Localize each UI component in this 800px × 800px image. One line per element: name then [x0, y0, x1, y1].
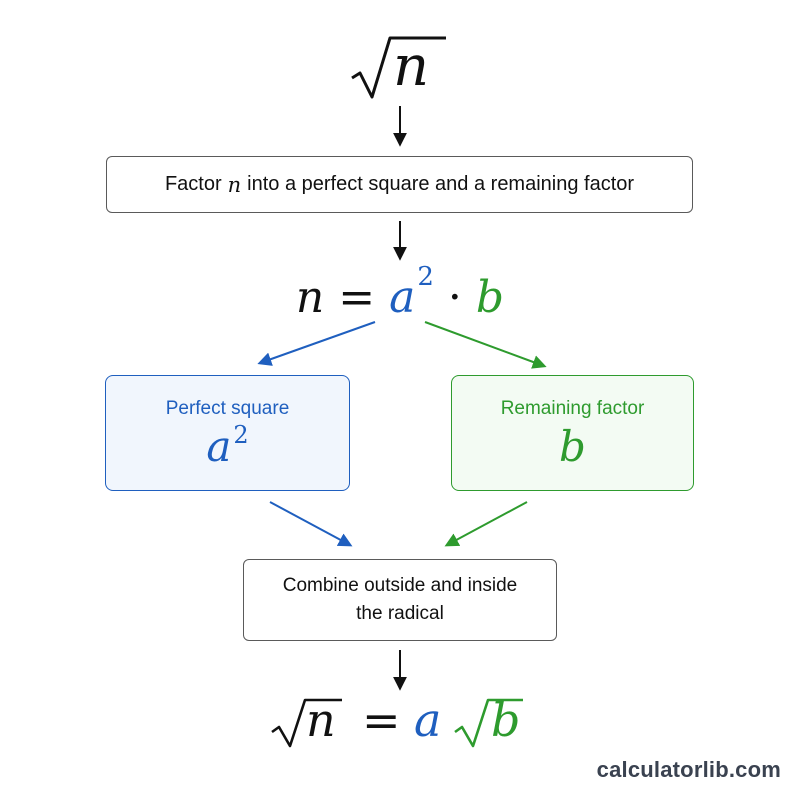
perfect-square-symbol: a2: [206, 423, 248, 468]
equation-equals: =: [338, 271, 376, 323]
step-factor-text-before: Factor: [164, 173, 222, 195]
equation-b: b: [475, 271, 505, 323]
perfect-square-base: a: [206, 422, 232, 471]
step-factor-text-after: into a perfect square and a remaining fa…: [247, 173, 635, 195]
equation-dot: ·: [447, 271, 462, 323]
top-expression: n: [300, 28, 500, 108]
remaining-factor-card: Remaining factor b: [451, 375, 694, 491]
top-radical-sign: [351, 36, 446, 99]
arrow-to-perfect-square: [257, 321, 376, 366]
top-radicand: n: [393, 34, 430, 99]
perfect-square-label: Perfect square: [165, 398, 290, 419]
remaining-factor-symbol: b: [559, 422, 586, 471]
factor-equation: n = a 2 · b: [220, 262, 580, 329]
equation-exponent: 2: [417, 262, 434, 292]
result-radical-sign-b: [454, 698, 523, 748]
combine-step-line1: Combine outside and inside: [282, 575, 518, 596]
remaining-factor-label: Remaining factor: [500, 398, 645, 419]
equation-lhs: n: [295, 271, 325, 323]
result-radical-sign-n: [271, 698, 342, 748]
equation-a: a: [389, 271, 416, 323]
combine-step-line2: the radical: [356, 603, 444, 624]
watermark-logo-text: calculatorlib.com: [596, 757, 781, 782]
arrow-to-remaining-factor: [424, 321, 547, 369]
arrow-remaining-factor-to-combine: [444, 501, 528, 547]
step-factor-variable: n: [227, 172, 242, 197]
step-factor-box: Factor n into a perfect square and a rem…: [106, 156, 693, 213]
combine-step-box: Combine outside and inside the radical: [243, 559, 557, 641]
perfect-square-exponent: 2: [233, 421, 249, 449]
perfect-square-card: Perfect square a2: [105, 375, 350, 491]
arrow-perfect-square-to-combine: [269, 501, 353, 547]
